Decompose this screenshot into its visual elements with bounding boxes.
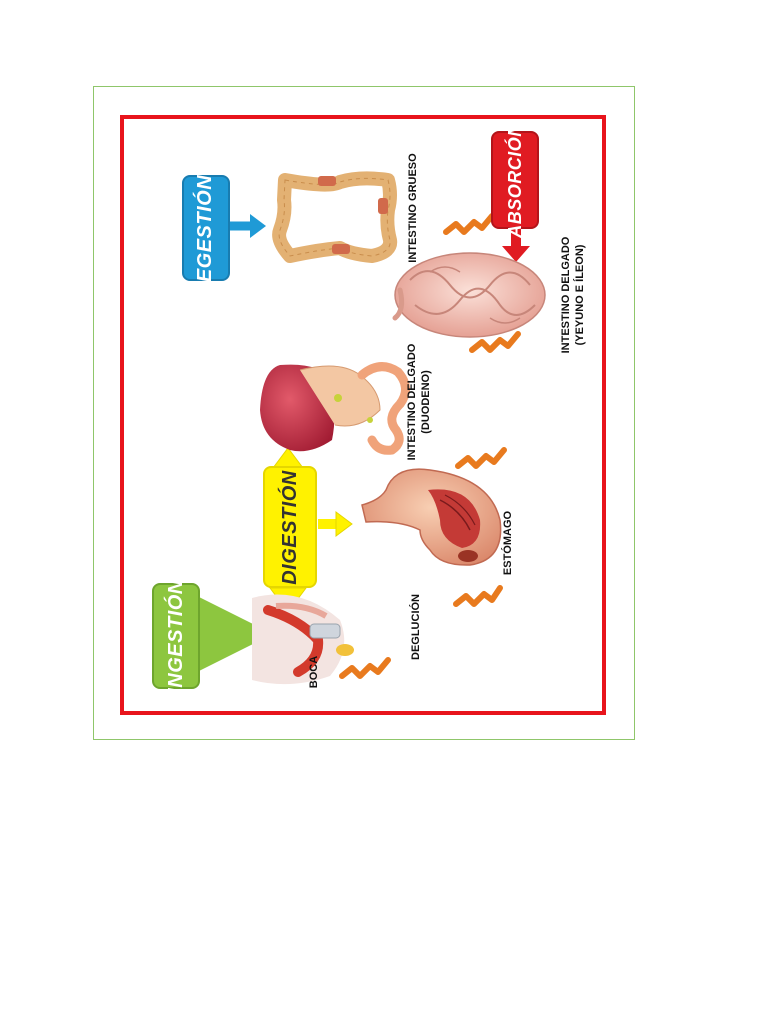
liver-duodenum-illustration bbox=[260, 362, 410, 455]
ingestion-label: INGESTIÓN bbox=[164, 578, 187, 694]
label-duodeno-line1: INTESTINO DELGADO bbox=[406, 343, 418, 461]
absorption-label: ABSORCIÓN bbox=[504, 122, 525, 238]
squiggle-arrows bbox=[339, 213, 521, 679]
absorption-box: ABSORCIÓN bbox=[491, 123, 539, 237]
label-yeyuno-line2: (YEYUNO E ÍLEON) bbox=[574, 244, 586, 346]
large-intestine-illustration bbox=[272, 171, 398, 263]
squiggle-arrow-estomago bbox=[455, 447, 507, 469]
label-grueso: INTESTINO GRUESO bbox=[407, 153, 419, 263]
egestion-arrow bbox=[228, 214, 266, 238]
digestion-box: DIGESTIÓN bbox=[263, 466, 317, 588]
label-yeyuno-line1: INTESTINO DELGADO bbox=[560, 236, 572, 354]
stomach-illustration bbox=[361, 468, 502, 566]
label-yeyuno: INTESTINO DELGADO (YEYUNO E ÍLEON) bbox=[559, 225, 587, 365]
squiggle-arrow-boca bbox=[339, 657, 391, 679]
squiggle-arrow-yeyuno bbox=[443, 213, 495, 235]
label-duodeno: INTESTINO DELGADO (DUODENO) bbox=[405, 337, 433, 467]
squiggle-arrow-deglucion bbox=[453, 585, 503, 607]
label-estomago: ESTÓMAGO bbox=[502, 510, 514, 576]
small-intestine-illustration bbox=[392, 252, 546, 338]
label-boca: BOCA bbox=[308, 655, 320, 689]
label-duodeno-line2: (DUODENO) bbox=[420, 370, 432, 434]
egestion-label: EGESTIÓN bbox=[194, 174, 217, 282]
label-deglucion: DEGLUCIÓN bbox=[410, 594, 422, 660]
ingestion-box: INGESTIÓN bbox=[152, 579, 200, 693]
digestion-label: DIGESTIÓN bbox=[278, 469, 301, 585]
squiggle-arrow-duodeno bbox=[469, 331, 521, 353]
egestion-box: EGESTIÓN bbox=[182, 174, 230, 282]
outer-frame bbox=[93, 86, 635, 740]
mouth-illustration bbox=[252, 594, 354, 685]
